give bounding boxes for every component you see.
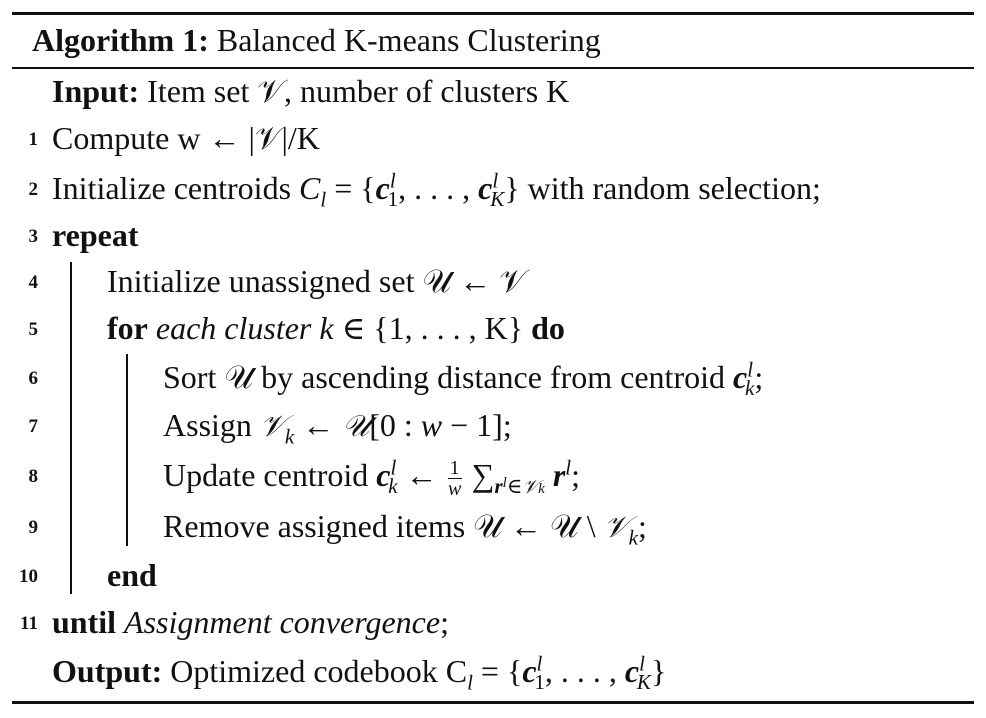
line-number: 4	[28, 272, 39, 293]
line-text: Remove assigned items 𝒰 ← 𝒰 \	[163, 508, 596, 544]
output-text: Optimized codebook C	[170, 653, 468, 689]
line-text: Assign	[163, 407, 252, 443]
line-text: Initialize unassigned set 𝒰 ← 𝒱	[107, 263, 526, 299]
keyword-end: end	[107, 557, 157, 593]
bottom-rule	[12, 701, 974, 704]
algorithm-name: Balanced K-means Clustering	[216, 22, 601, 58]
keyword-repeat: repeat	[52, 217, 139, 253]
input-text: Item set 𝒱, number of clusters K	[147, 73, 570, 109]
line-number: 5	[28, 319, 39, 340]
line-text: Sort 𝒰 by ascending distance from centro…	[163, 359, 725, 395]
line-number: 10	[19, 566, 38, 587]
line-text: Compute w ← |𝒱|/K	[52, 120, 320, 156]
line-text: Update centroid	[163, 457, 369, 493]
algorithm-title: Algorithm 1: Balanced K-means Clustering	[32, 20, 601, 60]
output-label: Output:	[52, 653, 163, 689]
repeat-block-bar	[70, 262, 72, 594]
line-text: Initialize centroids	[52, 170, 292, 206]
algorithm-box: Algorithm 1: Balanced K-means Clustering…	[12, 12, 974, 706]
line-number: 6	[28, 368, 39, 389]
line-number: 11	[20, 613, 38, 634]
algorithm-label: Algorithm 1:	[32, 22, 209, 58]
top-rule	[12, 12, 974, 15]
line-number: 7	[28, 416, 39, 437]
until-condition: Assignment convergence	[124, 604, 441, 640]
mid-rule	[12, 67, 974, 69]
input-label: Input:	[52, 73, 140, 109]
keyword-for: for	[107, 310, 148, 346]
loop-set: ∈ {1, . . . , K}	[341, 310, 524, 346]
line-number: 9	[28, 517, 39, 538]
line-number: 8	[28, 466, 39, 487]
line-number: 3	[28, 226, 39, 247]
loop-condition: each cluster k	[155, 310, 334, 346]
keyword-do: do	[531, 310, 565, 346]
line-number: 1	[28, 129, 39, 150]
for-block-bar	[126, 354, 128, 546]
keyword-until: until	[52, 604, 117, 640]
line-number: 2	[28, 179, 39, 200]
